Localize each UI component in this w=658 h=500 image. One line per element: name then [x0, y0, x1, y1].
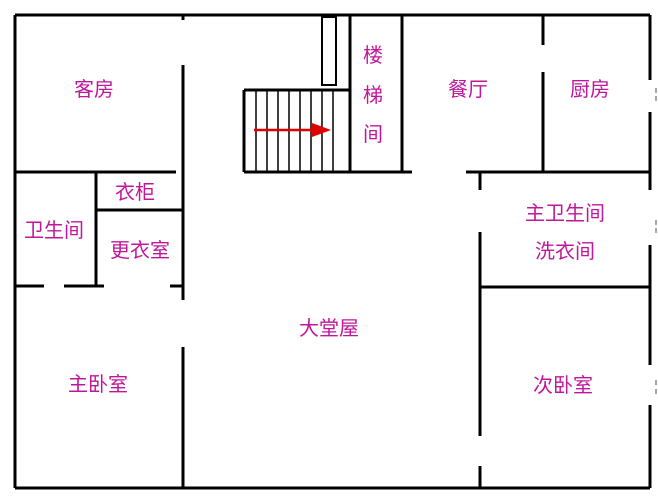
stairwell-label-1: 楼	[363, 43, 383, 67]
master-bedroom-label: 主卧室	[68, 372, 128, 396]
dining-room-label: 餐厅	[448, 77, 488, 101]
second-bedroom-label: 次卧室	[533, 373, 593, 397]
interior-walls	[15, 15, 650, 488]
dressing-room-label: 更衣室	[110, 238, 170, 262]
stairwell-label-3: 间	[363, 122, 383, 146]
laundry-room-label: 洗衣间	[535, 239, 595, 263]
right-arrow-icon	[254, 123, 331, 137]
kitchen-label: 厨房	[570, 77, 610, 101]
bathroom-label: 卫生间	[24, 218, 84, 242]
main-hall-label: 大堂屋	[299, 316, 359, 340]
stairwell-label-2: 梯	[363, 83, 383, 107]
master-bathroom-label: 主卫生间	[525, 201, 605, 225]
guest-room-label: 客房	[74, 77, 114, 101]
wardrobe-label: 衣柜	[115, 180, 155, 204]
